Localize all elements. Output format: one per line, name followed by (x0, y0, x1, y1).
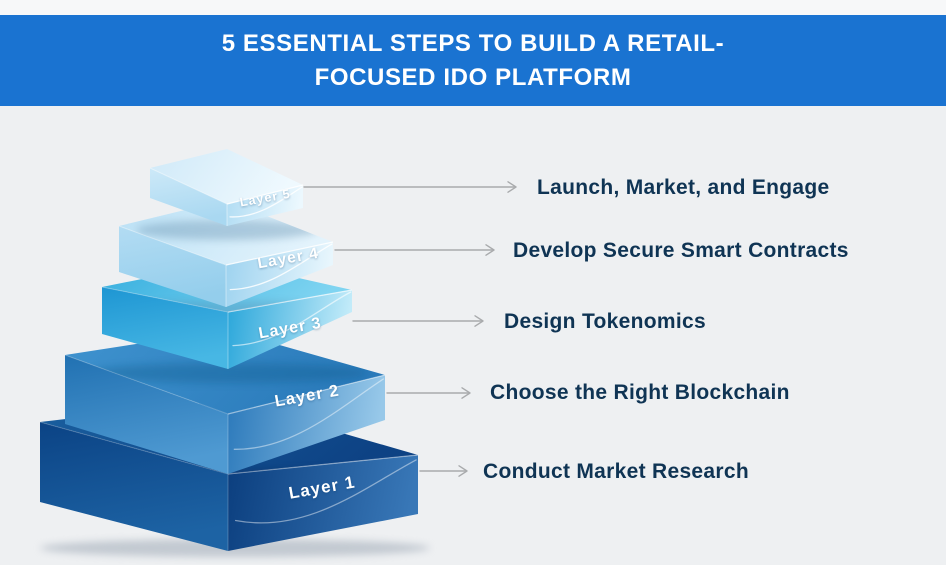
layer-2-right-face (228, 375, 385, 474)
layer-5-front-rim (226, 184, 304, 205)
header-banner: 5 ESSENTIAL STEPS TO BUILD A RETAIL- FOC… (0, 15, 946, 106)
layer-5-left-face (150, 168, 227, 226)
connector-arrow-layer-3 (352, 315, 484, 327)
step-label-layer-3: Design Tokenomics (504, 310, 706, 333)
cast-shadow-under-layer-3 (89, 363, 367, 383)
page-title-line-1: 5 ESSENTIAL STEPS TO BUILD A RETAIL- (221, 29, 725, 57)
page-title-line-2: FOCUSED IDO PLATFORM (314, 63, 632, 91)
layer-5-top-face (150, 149, 303, 204)
layer-5-swoosh-highlight (229, 186, 303, 218)
connector-arrow-layer-5 (303, 181, 517, 193)
arrowhead-icon (485, 244, 495, 256)
arrowhead-icon (461, 387, 471, 399)
layer-3-front-rim (227, 289, 353, 313)
layer-2-left-rim (64, 354, 229, 415)
layer-4-left-face (119, 226, 226, 307)
step-label-layer-2: Choose the Right Blockchain (490, 381, 790, 404)
layer-1-right-face (228, 455, 418, 551)
connector-arrow-layer-4 (334, 244, 495, 256)
layer-3-left-rim (101, 286, 229, 313)
cast-shadow-under-layer-5 (136, 220, 318, 240)
arrowhead-icon (458, 465, 468, 477)
layer-1-left-face (40, 422, 228, 551)
layer-1-swoosh-highlight (234, 459, 417, 524)
layer-4-swoosh-highlight (229, 243, 333, 291)
layer-1-front-rim (227, 454, 419, 475)
layer-4-front-rim (225, 241, 334, 266)
step-label-layer-1: Conduct Market Research (483, 460, 749, 483)
layer-4-left-rim (118, 225, 227, 266)
arrowhead-icon (507, 181, 517, 193)
layer-3-left-face (102, 287, 228, 369)
arrowhead-icon (474, 315, 484, 327)
step-label-layer-4: Develop Secure Smart Contracts (513, 239, 849, 262)
pyramid-layer-5: Layer 5 (149, 149, 304, 226)
connector-arrow-layer-2 (386, 387, 471, 399)
top-margin (0, 0, 946, 15)
layer-4-right-face (226, 242, 333, 307)
layer-5-left-rim (149, 167, 228, 205)
layer-2-front-rim (227, 374, 386, 415)
connector-arrow-layer-1 (419, 465, 468, 477)
layer-1-left-rim (39, 421, 229, 475)
step-label-layer-5: Launch, Market, and Engage (537, 176, 830, 199)
layer-2-left-face (65, 355, 228, 474)
layer-2-swoosh-highlight (233, 378, 385, 450)
layer-3-swoosh-highlight (232, 291, 352, 347)
